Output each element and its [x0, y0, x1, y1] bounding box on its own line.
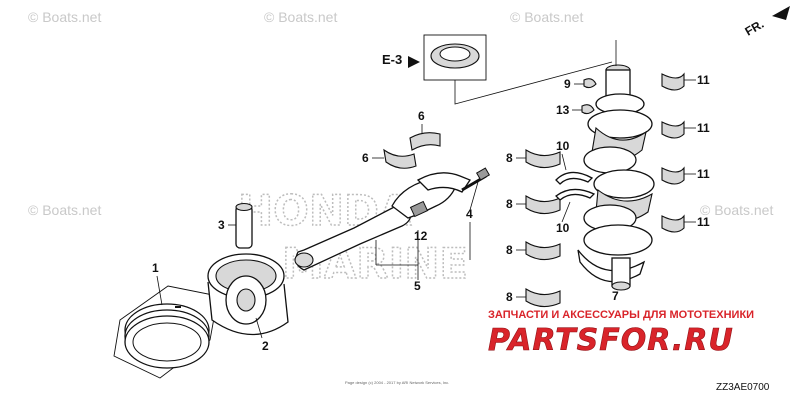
callout-13: 13: [556, 103, 570, 117]
callout-1: 1: [152, 261, 159, 275]
callout-8-b: 8: [506, 197, 513, 211]
crankshaft: 7: [577, 40, 655, 303]
watermark-mid-right: © Boats.net: [700, 202, 773, 218]
callout-11-d: 11: [697, 215, 710, 229]
piston: 2: [207, 253, 289, 353]
watermark-top: © Boats.net: [264, 9, 337, 25]
promo-tagline: ЗАПЧАСТИ И АКСЕССУАРЫ ДЛЯ МОТОТЕХНИКИ: [488, 309, 754, 321]
rod-bearing-shells: 6 6: [362, 109, 441, 169]
callout-12: 12: [414, 229, 428, 243]
thrust-washers: 10 10: [555, 139, 596, 235]
callout-11-b: 11: [697, 121, 710, 135]
callout-5: 5: [414, 279, 421, 293]
main-bearing-shells: 8 8 8 8: [506, 149, 561, 308]
watermark-top-right: © Boats.net: [510, 9, 583, 25]
callout-3: 3: [218, 218, 225, 232]
promo-logo: PARTSFOR.RU: [488, 323, 734, 358]
callout-9: 9: [564, 77, 571, 91]
callout-6-left: 6: [362, 151, 369, 165]
callout-11-c: 11: [697, 167, 710, 181]
piston-ring-set: 1: [113, 261, 219, 379]
front-direction-label: FR.: [743, 17, 767, 39]
main-bearing-upper-shells: 11 11 11 11: [661, 72, 710, 233]
callout-8-a: 8: [506, 151, 513, 165]
arrow-icon: [772, 6, 790, 20]
callout-11-a: 11: [697, 73, 710, 87]
callout-8-d: 8: [506, 290, 513, 304]
connecting-rod: 5 12 4: [294, 167, 491, 293]
partsfor-promo: ЗАПЧАСТИ И АКСЕССУАРЫ ДЛЯ МОТОТЕХНИКИ PA…: [488, 309, 754, 358]
callout-8-c: 8: [506, 243, 513, 257]
fine-print: Page design (c) 2004 - 2017 by ARI Netwo…: [345, 380, 449, 385]
callout-10-bottom: 10: [556, 221, 570, 235]
front-direction-marker: FR.: [743, 6, 790, 39]
reference-label: E-3: [382, 52, 402, 67]
watermark-mid-left: © Boats.net: [28, 202, 101, 218]
callout-2: 2: [262, 339, 269, 353]
reference-arrow-icon: [408, 56, 420, 68]
watermark-top-left: © Boats.net: [28, 9, 101, 25]
callout-4: 4: [466, 207, 473, 221]
piston-pin: 3: [218, 202, 253, 249]
crank-keys: 9 13: [556, 77, 597, 117]
diagram-code: ZZ3AE0700: [716, 382, 770, 393]
callout-6-top: 6: [418, 109, 425, 123]
callout-10-top: 10: [556, 139, 570, 153]
oil-seal-reference: E-3: [382, 34, 613, 105]
callout-7: 7: [612, 289, 619, 303]
watermark-layer: © Boats.net © Boats.net © Boats.net © Bo…: [28, 9, 773, 218]
